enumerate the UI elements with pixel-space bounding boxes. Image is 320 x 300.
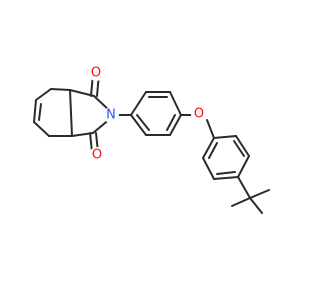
bond	[69, 89, 73, 137]
bond	[237, 176, 251, 199]
bond	[208, 142, 218, 159]
bond	[38, 103, 42, 121]
bond	[136, 114, 150, 131]
oxygen-atom: O	[191, 106, 207, 122]
oxygen-atom: O	[88, 65, 104, 81]
atom-label: O	[194, 107, 204, 122]
bond	[233, 140, 245, 157]
bond	[89, 132, 93, 153]
bond	[69, 89, 95, 97]
bond	[169, 114, 182, 136]
bond	[202, 157, 215, 180]
bonds	[33, 73, 270, 214]
bond	[169, 91, 182, 116]
bond	[231, 197, 251, 207]
bond	[202, 137, 215, 159]
bond	[166, 114, 176, 131]
bond	[33, 99, 37, 123]
bond	[130, 114, 147, 136]
bond	[206, 119, 215, 139]
bond	[249, 189, 270, 199]
atom-label: O	[91, 66, 101, 81]
atom-labels: O O N O	[88, 65, 207, 163]
bond	[249, 197, 263, 214]
atom-label: N	[106, 108, 116, 123]
bond	[35, 88, 52, 101]
atom-label: O	[92, 148, 102, 163]
bond	[50, 88, 71, 91]
bond	[130, 91, 147, 116]
bond	[235, 135, 250, 157]
bond	[213, 135, 237, 139]
chemical-structure-diagram: O O N O	[33, 65, 270, 214]
bond	[216, 171, 236, 175]
nitrogen-atom: N	[103, 107, 119, 123]
oxygen-atom: O	[89, 147, 105, 163]
bond	[33, 121, 50, 137]
bond	[213, 176, 239, 180]
bond	[237, 155, 250, 178]
